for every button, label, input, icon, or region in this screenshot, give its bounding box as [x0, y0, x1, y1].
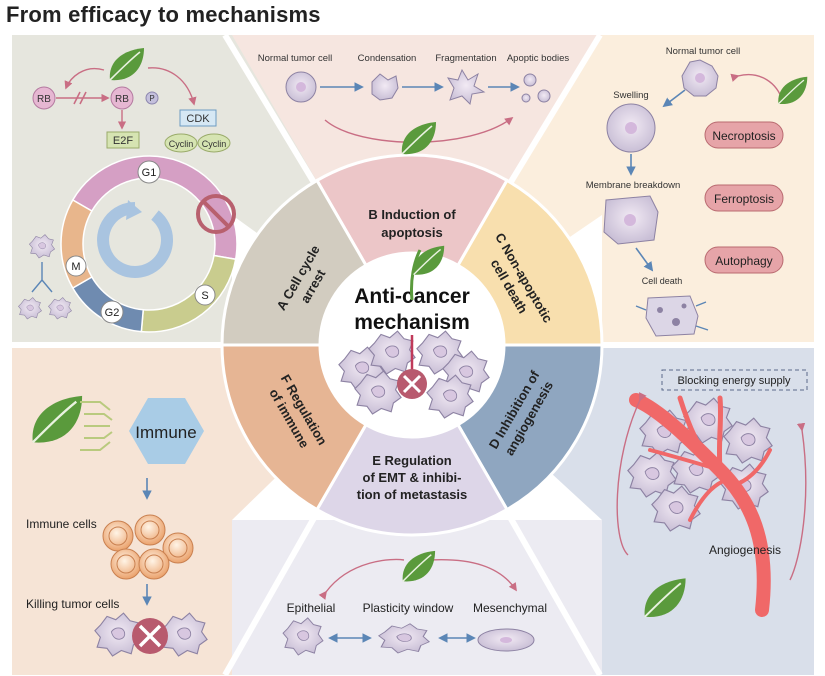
- fragmentation-label: Fragmentation: [435, 53, 496, 64]
- panel-emt: [232, 520, 602, 675]
- blocking-energy-label: Blocking energy supply: [677, 375, 791, 387]
- rb-label: RB: [37, 94, 51, 105]
- necroptosis-badge: Necroptosis: [712, 129, 775, 143]
- immune-cells-cluster: [102, 514, 194, 580]
- m-label: M: [71, 261, 80, 273]
- plasticity-label: Plasticity window: [363, 601, 454, 615]
- s-label: S: [201, 290, 208, 302]
- angiogenesis-diagram: Blocking energy supply Angiogenesis: [616, 369, 808, 618]
- apoptic-bodies-label: Apoptic bodies: [507, 53, 570, 64]
- epithelial-label: Epithelial: [287, 601, 336, 615]
- prohibition-icon: [196, 194, 236, 234]
- swelling-label: Swelling: [613, 90, 648, 101]
- angiogenesis-label: Angiogenesis: [709, 543, 781, 557]
- autophagy-badge: Autophagy: [715, 254, 772, 268]
- g2-label: G2: [105, 307, 120, 319]
- membrane-breakdown-label: Membrane breakdown: [586, 180, 681, 191]
- cyclin-label-1: Cyclin: [169, 139, 194, 149]
- immune-hex-label: Immune: [135, 423, 196, 442]
- apoptosis-diagram: Normal tumor cell Condensation Fragmenta…: [258, 53, 570, 155]
- rb2-label: RB: [115, 94, 129, 105]
- cell-cycle-diagram: RB RB P E2F CDK Cyclin Cyclin G1 S G2: [18, 47, 238, 333]
- ferroptosis-badge: Ferroptosis: [714, 192, 774, 206]
- sector-e-label-1: E Regulation: [372, 453, 452, 468]
- normal-cell-label-c: Normal tumor cell: [666, 46, 740, 57]
- condensation-label: Condensation: [358, 53, 417, 64]
- center-title-2: mechanism: [354, 311, 470, 334]
- page-title: From efficacy to mechanisms: [6, 2, 321, 27]
- immune-cells-label: Immune cells: [26, 517, 97, 531]
- cdk-label: CDK: [186, 113, 210, 125]
- g1-label: G1: [142, 167, 157, 179]
- immune-diagram: Immune Immune cells Killing tumor cells: [26, 394, 208, 657]
- mesenchymal-label: Mesenchymal: [473, 601, 547, 615]
- e2f-label: E2F: [113, 135, 133, 147]
- normal-cell-label-b: Normal tumor cell: [258, 53, 332, 64]
- sector-b-label-1: B Induction of: [368, 207, 456, 222]
- immune-hexagon: [129, 398, 204, 464]
- sector-e-label-2: of EMT & inhibi-: [363, 470, 462, 485]
- p-label: P: [149, 94, 154, 103]
- killing-tumor-label: Killing tumor cells: [26, 597, 119, 611]
- sector-b-label-2: apoptosis: [381, 225, 442, 240]
- nonapoptotic-diagram: Normal tumor cell Swelling Membrane brea…: [586, 46, 808, 337]
- cell-death-label: Cell death: [642, 276, 683, 286]
- cyclin-label-2: Cyclin: [202, 139, 227, 149]
- sector-e-label-3: tion of metastasis: [357, 487, 468, 502]
- emt-diagram: Epithelial Plasticity window Mesenchymal: [282, 550, 547, 656]
